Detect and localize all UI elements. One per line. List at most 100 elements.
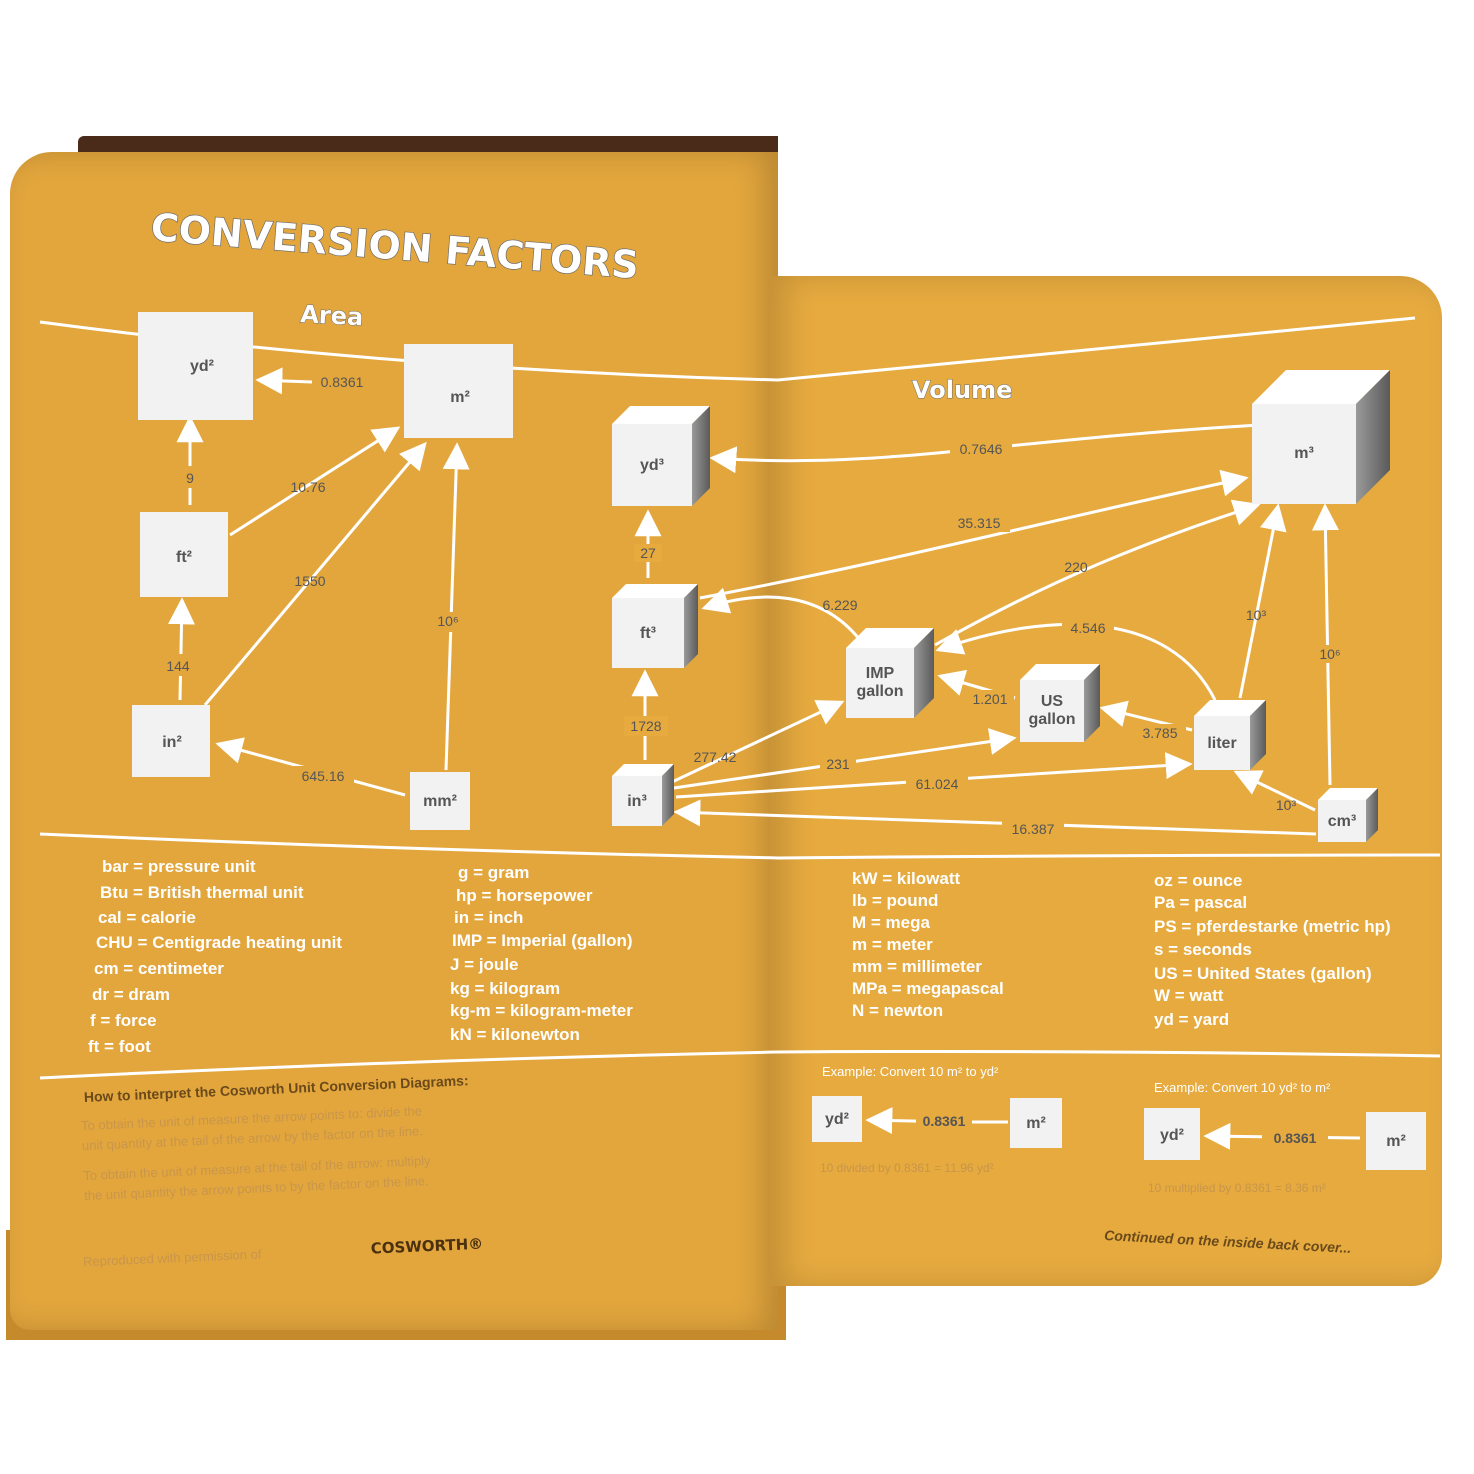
example-note: 10 multiplied by 0.8361 = 8.36 m² bbox=[1148, 1181, 1326, 1195]
svg-text:Pa = pascal: Pa = pascal bbox=[1154, 893, 1247, 912]
svg-text:0.8361: 0.8361 bbox=[923, 1113, 966, 1129]
unit-node-ft2: ft² bbox=[140, 512, 228, 597]
svg-text:bar = pressure unit: bar = pressure unit bbox=[102, 857, 256, 876]
howto-section: How to interpret the Cosworth Unit Conve… bbox=[81, 1072, 484, 1269]
abbreviation-divider-bottom bbox=[39, 1050, 1441, 1080]
edge-imp-ft3 bbox=[701, 587, 862, 641]
factor-label: 10³ bbox=[1246, 607, 1267, 623]
svg-text:m³: m³ bbox=[1294, 445, 1314, 462]
factor-label: 220 bbox=[1064, 559, 1088, 575]
factor-label: 231 bbox=[826, 756, 850, 772]
svg-text:hp = horsepower: hp = horsepower bbox=[456, 886, 593, 905]
factor-label: 16.387 bbox=[1012, 821, 1055, 837]
svg-text:yd²: yd² bbox=[825, 1111, 849, 1128]
svg-text:M = mega: M = mega bbox=[852, 913, 930, 932]
example-note: 10 divided by 0.8361 = 11.96 yd² bbox=[820, 1161, 994, 1175]
example-title: Example: Convert 10 yd² to m² bbox=[1154, 1080, 1331, 1095]
svg-text:J = joule: J = joule bbox=[450, 955, 519, 974]
unit-node-liter: liter bbox=[1194, 700, 1266, 770]
edge-in3-imp bbox=[671, 700, 845, 784]
unit-node-mm2: mm² bbox=[410, 772, 470, 830]
svg-text:US = United States (gallon): US = United States (gallon) bbox=[1154, 964, 1372, 983]
svg-text:yd = yard: yd = yard bbox=[1154, 1010, 1229, 1029]
cosworth-logo: COSWORTH® bbox=[370, 1235, 483, 1258]
factor-label: 10.76 bbox=[290, 479, 325, 495]
unit-node-in3: in³ bbox=[612, 764, 674, 826]
unit-node-yd3: yd³ bbox=[612, 406, 710, 506]
reproduced-text: Reproduced with permission of bbox=[83, 1246, 262, 1269]
factor-label: 3.785 bbox=[1142, 725, 1177, 741]
svg-text:yd²: yd² bbox=[190, 358, 214, 375]
factor-label: 10⁶ bbox=[437, 613, 458, 629]
svg-text:kg = kilogram: kg = kilogram bbox=[450, 979, 560, 998]
factor-label: 35.315 bbox=[958, 515, 1001, 531]
example-multiply: Example: Convert 10 yd² to m² yd² 0.8361… bbox=[1144, 1080, 1426, 1195]
svg-text:cal = calorie: cal = calorie bbox=[98, 908, 196, 927]
factor-label: 645.16 bbox=[302, 768, 345, 784]
edge-liter-m3 bbox=[1238, 503, 1287, 699]
svg-text:g = gram: g = gram bbox=[458, 863, 529, 882]
area-diagram: 0.8361 9 10.76 1550 10⁶ 144 645.16 yd² m… bbox=[132, 312, 513, 830]
edge-ft2-m2 bbox=[229, 426, 401, 537]
page-title: CONVERSION FACTORS bbox=[149, 205, 640, 287]
volume-heading: Volume bbox=[912, 376, 1012, 404]
edge-ft3-m3 bbox=[699, 469, 1249, 600]
svg-text:MPa = megapascal: MPa = megapascal bbox=[852, 979, 1004, 998]
svg-text:ft = foot: ft = foot bbox=[88, 1037, 151, 1056]
factor-label: 1.201 bbox=[972, 691, 1007, 707]
example-title: Example: Convert 10 m² to yd² bbox=[822, 1064, 999, 1079]
factor-label: 1550 bbox=[294, 573, 325, 589]
svg-text:mm²: mm² bbox=[423, 793, 457, 810]
factor-label: 10⁶ bbox=[1319, 646, 1340, 662]
svg-text:cm³: cm³ bbox=[1328, 813, 1356, 830]
continued-note: Continued on the inside back cover... bbox=[1104, 1227, 1352, 1256]
svg-text:in²: in² bbox=[162, 734, 182, 751]
unit-node-cm3: cm³ bbox=[1318, 788, 1378, 842]
svg-text:liter: liter bbox=[1207, 735, 1236, 752]
svg-text:yd³: yd³ bbox=[640, 457, 664, 474]
edge-in2-ft2 bbox=[168, 597, 196, 701]
abbreviation-list: bar = pressure unit Btu = British therma… bbox=[88, 857, 1391, 1056]
factor-label: 27 bbox=[640, 545, 656, 561]
factor-label: 6.229 bbox=[822, 597, 857, 613]
edge-mm2-m2 bbox=[442, 442, 470, 771]
svg-text:kg-m = kilogram-meter: kg-m = kilogram-meter bbox=[450, 1001, 633, 1020]
svg-text:dr = dram: dr = dram bbox=[92, 985, 170, 1004]
abbreviation-divider-top bbox=[39, 832, 1441, 860]
unit-node-in2: in² bbox=[132, 705, 210, 777]
factor-label: 144 bbox=[166, 658, 190, 674]
factor-label: 0.7646 bbox=[960, 441, 1003, 457]
volume-diagram: 0.7646 35.315 27 6.229 220 4.546 10³ 10⁶… bbox=[612, 370, 1390, 842]
svg-text:kW = kilowatt: kW = kilowatt bbox=[852, 869, 960, 888]
factor-label: 1728 bbox=[630, 718, 661, 734]
svg-text:f = force: f = force bbox=[90, 1011, 157, 1030]
unit-node-yd2: yd² bbox=[138, 312, 253, 420]
factor-label: 61.024 bbox=[916, 776, 959, 792]
svg-text:PS = pferdestarke (metric hp): PS = pferdestarke (metric hp) bbox=[1154, 917, 1391, 936]
edge-cm3-liter bbox=[1233, 770, 1316, 812]
example-divide: Example: Convert 10 m² to yd² yd² 0.8361… bbox=[812, 1064, 1062, 1175]
area-heading: Area bbox=[300, 300, 364, 331]
svg-text:lb = pound: lb = pound bbox=[852, 891, 938, 910]
svg-text:oz = ounce: oz = ounce bbox=[1154, 871, 1242, 890]
edge-in2-m2 bbox=[203, 441, 427, 706]
edge-imp-m3 bbox=[934, 499, 1261, 647]
svg-text:in³: in³ bbox=[627, 793, 647, 810]
svg-text:mm = millimeter: mm = millimeter bbox=[852, 957, 982, 976]
svg-text:m²: m² bbox=[1386, 1133, 1406, 1150]
unit-node-ft3: ft³ bbox=[612, 584, 698, 668]
howto-title: How to interpret the Cosworth Unit Conve… bbox=[84, 1072, 469, 1105]
factor-label: 0.8361 bbox=[321, 374, 364, 390]
edge-cm3-in3 bbox=[673, 799, 1317, 836]
svg-text:cm = centimeter: cm = centimeter bbox=[94, 959, 224, 978]
svg-text:ft²: ft² bbox=[176, 549, 192, 566]
header-divider bbox=[39, 316, 1416, 382]
unit-node-m2: m² bbox=[404, 344, 513, 438]
svg-text:N = newton: N = newton bbox=[852, 1001, 943, 1020]
factor-label: 4.546 bbox=[1070, 620, 1105, 636]
